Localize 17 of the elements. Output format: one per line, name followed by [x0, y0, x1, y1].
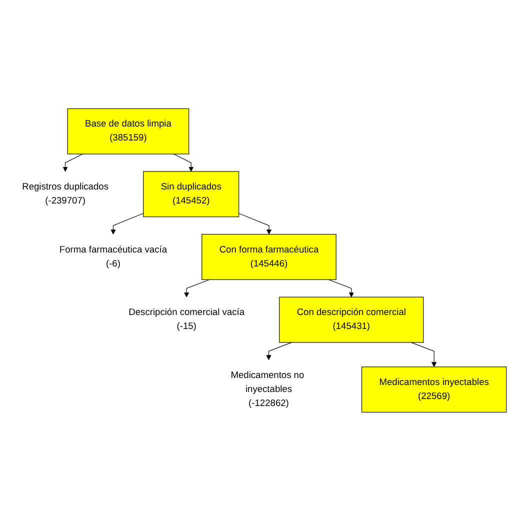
- arrow: [62, 153, 84, 172]
- node-box: [143, 170, 240, 217]
- node-text: Forma farmacéutica vacía (-6): [59, 244, 167, 268]
- node-box: [279, 296, 424, 342]
- arrow: [328, 278, 354, 297]
- arrow: [184, 278, 210, 297]
- node-text: Registros duplicados (-239707): [22, 181, 108, 206]
- arrow: [238, 212, 272, 234]
- node-box: [362, 366, 507, 412]
- node-box: [67, 108, 190, 154]
- node-text: Descripción comercial vacía (-15): [128, 307, 244, 331]
- node-text: Medicamentos no inyectables (-122862): [230, 370, 304, 408]
- arrow: [173, 153, 194, 172]
- arrow: [110, 212, 144, 234]
- node-box: [202, 234, 336, 280]
- arrow: [410, 342, 437, 367]
- arrow: [266, 342, 292, 360]
